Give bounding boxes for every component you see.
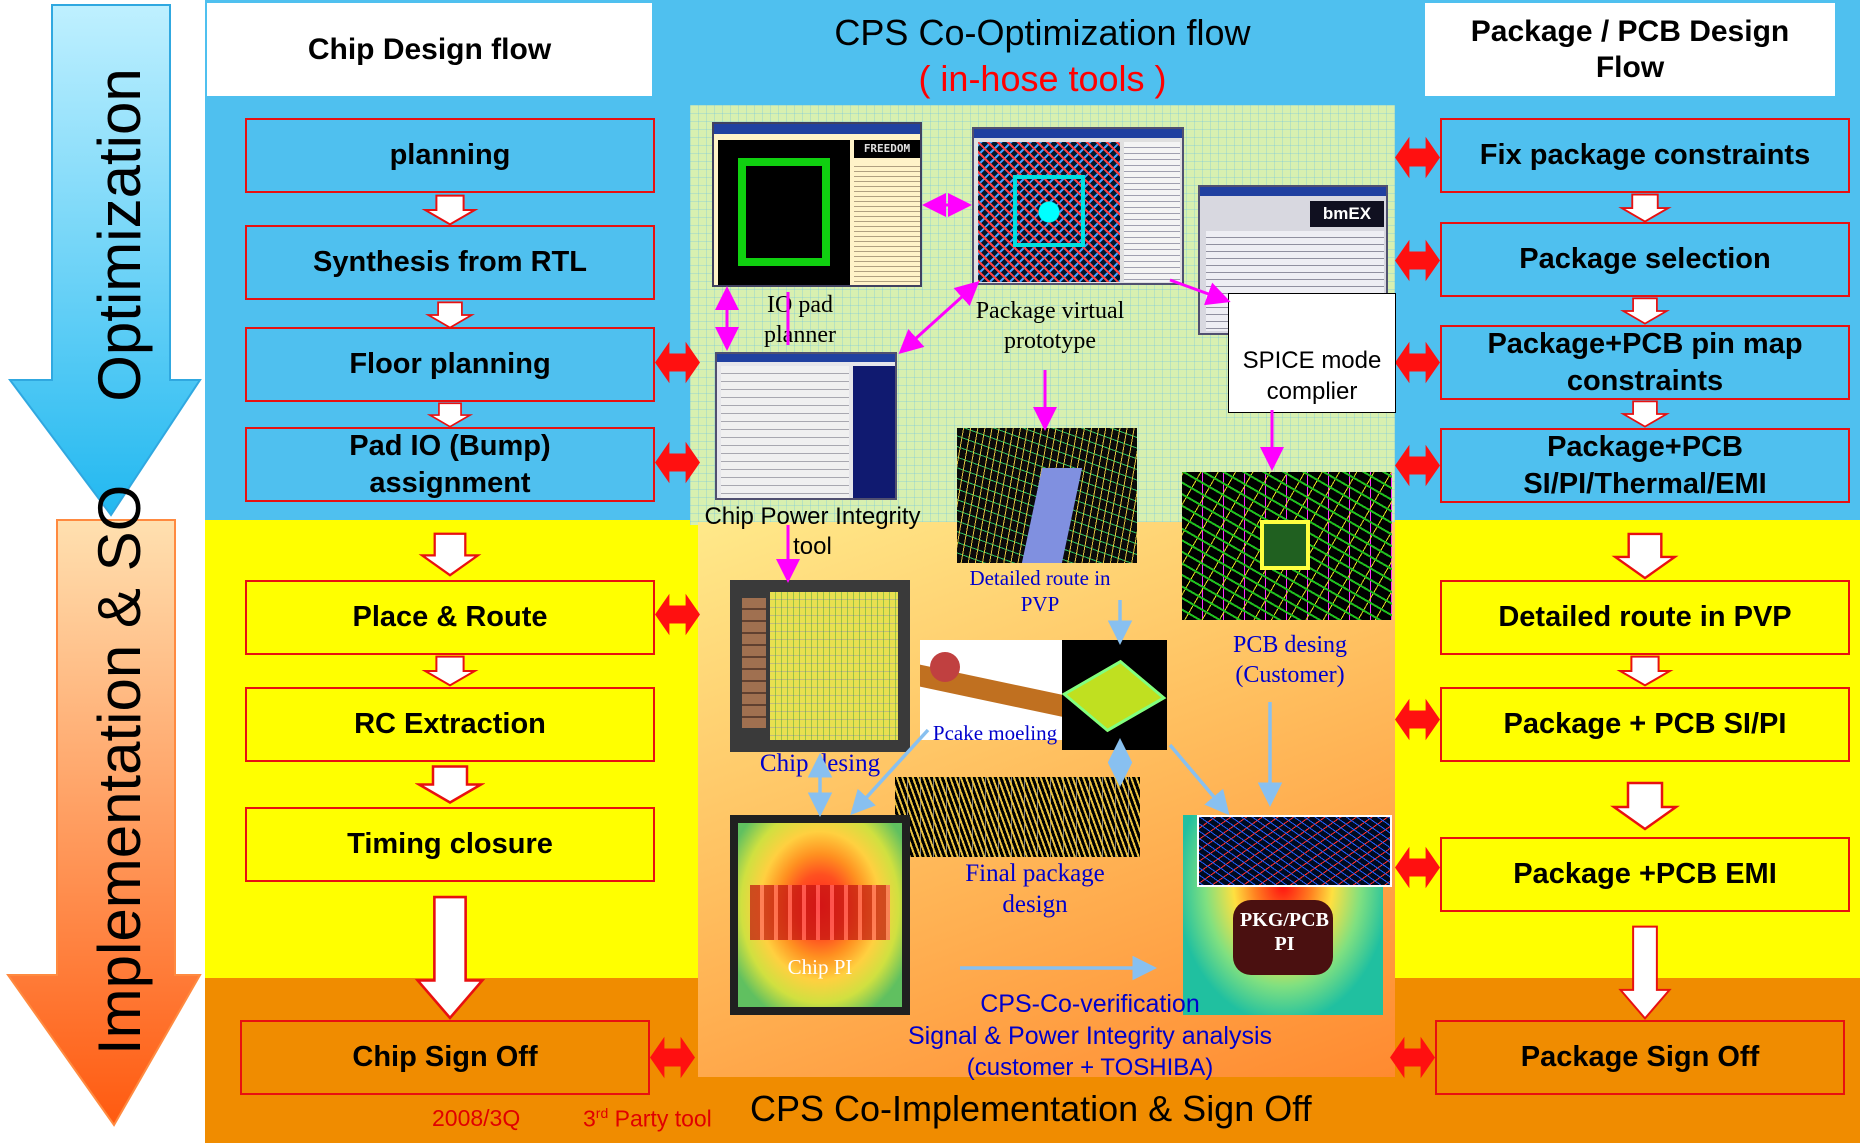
chip-step-synthesis: Synthesis from RTL [245,225,655,300]
implementation-arrow [6,519,202,1127]
chip-step-floor-planning: Floor planning [245,327,655,402]
final-package-design-screenshot [895,777,1140,857]
optimization-arrow [8,4,202,517]
pkg-step-pin-map: Package+PCB pin map constraints [1440,325,1850,400]
package-modeling-screenshot [920,640,1065,740]
pkg-pcb-field-inset [1197,815,1392,887]
pkg-step-sign-off: Package Sign Off [1435,1020,1845,1095]
pkg-step-fix-constraints: Fix package constraints [1440,118,1850,193]
pcb-design-caption: PCB desing (Customer) [1232,632,1348,688]
pkg-step-si-pi-thermal: Package+PCB SI/PI/Thermal/EMI [1440,428,1850,503]
spice-compiler-caption-box [1228,293,1396,413]
pkg-step-emi: Package +PCB EMI [1440,837,1850,912]
footer-third-party-sup: rd [595,1105,609,1121]
package-modeling-caption: Pcake moeling [932,721,1058,745]
bmex-logo: bmEX [1310,201,1384,227]
chip-step-pad-io: Pad IO (Bump) assignment [245,427,655,502]
package-virtual-prototype-caption: Package virtual prototype [975,298,1125,354]
package-virtual-prototype-screenshot [972,127,1184,285]
co-verification-line1: Signal & Power Integrity analysis [907,1022,1273,1050]
detailed-route-screenshot [957,428,1137,563]
pkg-step-si-pi: Package + PCB SI/PI [1440,687,1850,762]
footer-third-party-prefix: 3 [583,1105,596,1132]
package-3d-model-screenshot [1062,640,1167,750]
chip-step-rc-extraction: RC Extraction [245,687,655,762]
chip-pi-label: Chip PI [787,955,853,979]
package-flow-header: Package / PCB Design Flow [1425,3,1835,96]
center-subtitle: ( in-hose tools ) [918,58,1167,99]
pkg-step-detailed-route: Detailed route in PVP [1440,580,1850,655]
center-title: CPS Co-Optimization flow [834,12,1251,53]
freedom-logo: FREEDOM [854,140,920,158]
pcb-design-screenshot [1182,472,1392,620]
footer-third-party-suffix: Party tool [608,1105,712,1132]
io-pad-planner-caption: IO pad planner [764,292,836,348]
chip-step-timing-closure: Timing closure [245,807,655,882]
io-pad-planner-screenshot: FREEDOM [712,122,922,287]
chip-flow-header: Chip Design flow [207,3,652,96]
co-verification-line2: (customer + TOSHIBA) [966,1054,1214,1081]
chip-step-place-route: Place & Route [245,580,655,655]
spice-compiler-caption: SPICE mode complier [1242,347,1382,406]
chip-pi-screenshot [730,815,910,1015]
chip-power-integrity-screenshot [715,352,897,500]
pkg-step-selection: Package selection [1440,222,1850,297]
footer-title: CPS Co-Implementation & Sign Off [750,1088,1312,1129]
chip-power-integrity-caption: Chip Power Integrity tool [704,503,921,560]
detailed-route-caption: Detailed route in PVP [969,566,1111,617]
chip-design-screenshot [730,580,910,752]
blue-links [807,600,1283,981]
final-package-design-caption: Final package design [965,860,1105,919]
footer-third-party: 3rd Party tool [583,1105,712,1133]
chip-step-planning: planning [245,118,655,193]
co-verification-title: CPS-Co-verification [980,990,1200,1018]
pkg-pcb-pi-label: PKG/PCB PI [1240,909,1329,955]
magenta-links [715,193,1284,583]
footer-date: 2008/3Q [432,1105,521,1131]
chip-step-sign-off: Chip Sign Off [240,1020,650,1095]
